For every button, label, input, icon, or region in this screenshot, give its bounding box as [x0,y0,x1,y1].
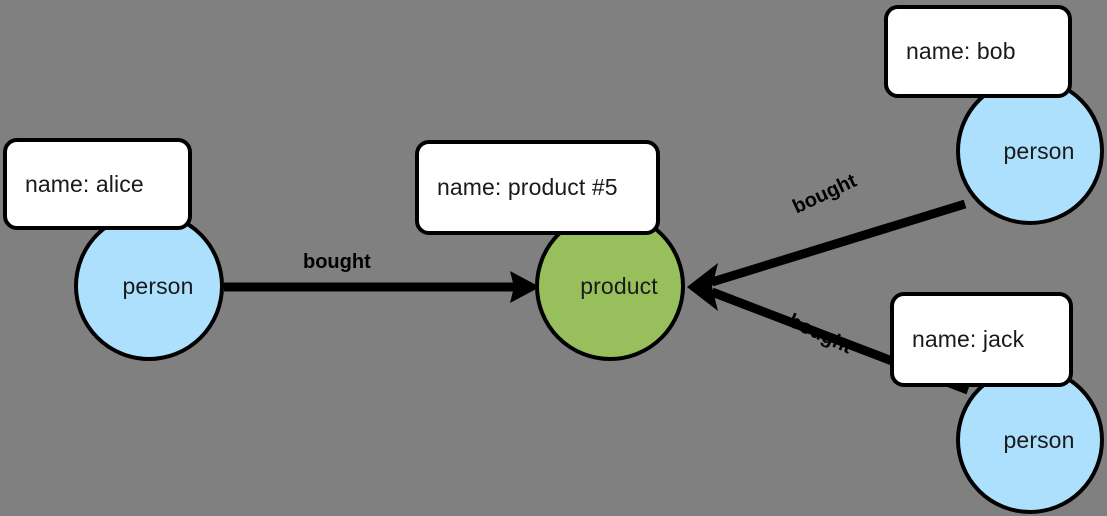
arrowhead-alice-product [510,271,540,303]
node-circle-alice[interactable]: person [74,211,224,361]
property-box-bob[interactable]: name: bob [884,5,1072,98]
property-text-product5: name: product #5 [437,174,618,200]
node-circle-bob[interactable]: person [956,77,1104,225]
edge-label-alice-product: bought [303,251,371,274]
property-text-jack: name: jack [912,326,1025,352]
node-circle-jack[interactable]: person [956,366,1104,514]
edge-label-text-alice-product: bought [303,251,371,273]
node-type-label-bob: person [1003,137,1075,164]
edge-bob-bought-product[interactable] [710,199,967,287]
property-box-product5[interactable]: name: product #5 [415,140,660,235]
property-text-bob: name: bob [906,38,1016,64]
node-type-label-alice: person [122,272,194,299]
node-circle-product5[interactable]: product [535,211,685,361]
property-text-alice: name: alice [25,170,144,197]
arrowhead-into-product [687,263,718,311]
property-box-jack[interactable]: name: jack [890,292,1073,387]
node-type-label-jack: person [1003,426,1075,453]
node-type-label-product5: product [580,272,658,299]
edge-line-bob-product [710,199,967,287]
property-box-alice[interactable]: name: alice [3,138,192,230]
edge-alice-bought-product[interactable] [224,271,540,303]
